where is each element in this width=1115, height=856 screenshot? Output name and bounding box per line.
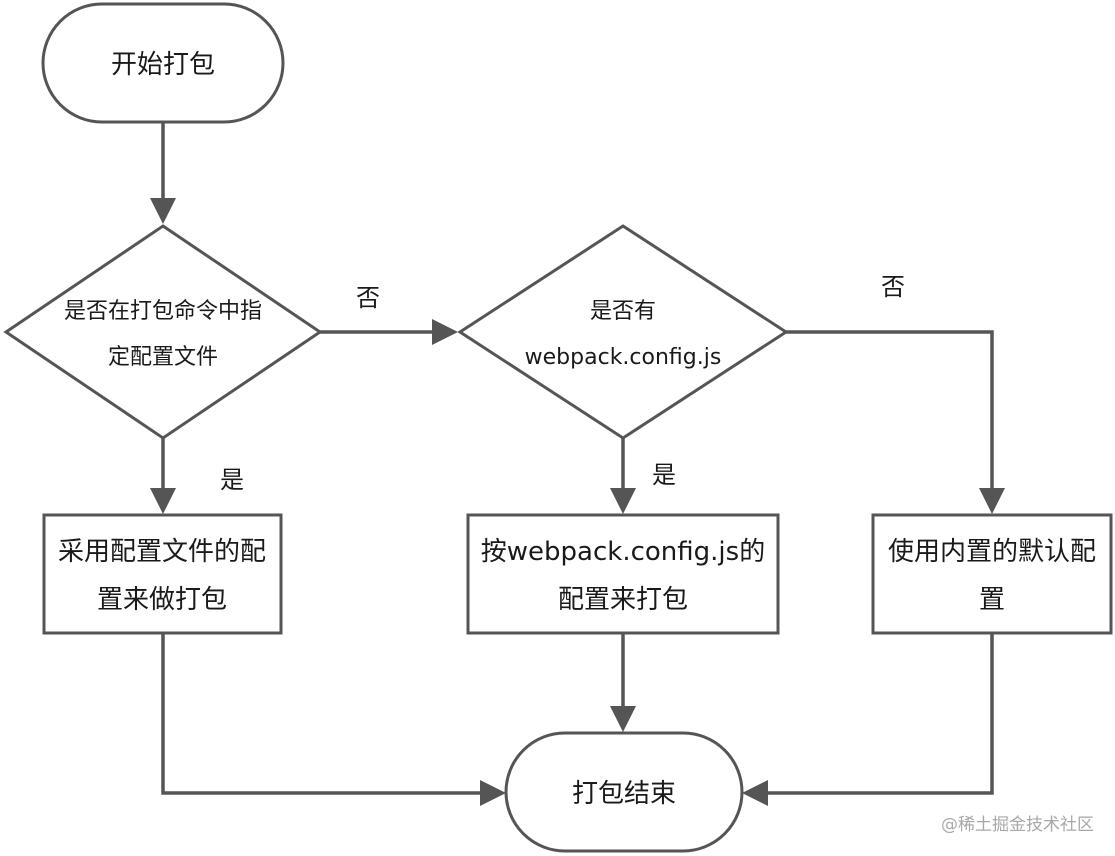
process2-node-label-line2: 配置来打包 xyxy=(558,585,688,615)
process3-node-label-line1: 使用内置的默认配 xyxy=(888,537,1096,567)
decision1-node-label-line1: 是否在打包命令中指 xyxy=(64,299,262,324)
decision2-node-shape xyxy=(457,224,789,440)
start-node: 开始打包 xyxy=(41,2,285,124)
decision1-node: 是否在打包命令中指 定配置文件 xyxy=(3,224,323,440)
edge-label-decision2-no: 否 xyxy=(881,273,905,301)
arrowhead-process3-to-end xyxy=(742,780,768,806)
watermark: @稀土掘金技术社区 xyxy=(941,815,1094,835)
decision1-node-shape xyxy=(3,224,323,440)
arrowhead-decision1-to-process1 xyxy=(150,488,176,514)
edge-decision2-to-process3 xyxy=(786,330,994,490)
arrowhead-process1-to-end xyxy=(480,780,506,806)
process3-node-shape xyxy=(871,513,1113,635)
end-node-label: 打包结束 xyxy=(572,779,676,809)
process3-node: 使用内置的默认配 置 xyxy=(871,513,1113,635)
process1-node-shape xyxy=(42,513,283,635)
arrowhead-process2-to-end xyxy=(610,706,636,732)
edge-label-decision1-yes: 是 xyxy=(220,466,244,494)
process3-node-label-line2: 置 xyxy=(979,585,1005,615)
start-node-label: 开始打包 xyxy=(111,50,215,80)
end-node-shape xyxy=(504,731,744,853)
process1-node-label-line1: 采用配置文件的配 xyxy=(58,537,266,567)
process2-node-label-line1: 按webpack.config.js的 xyxy=(481,537,765,567)
process1-node: 采用配置文件的配 置来做打包 xyxy=(42,513,283,635)
connectors xyxy=(150,122,1005,806)
decision2-node: 是否有 webpack.config.js xyxy=(457,224,789,440)
arrowhead-start-to-decision1 xyxy=(150,198,176,224)
process2-node: 按webpack.config.js的 配置来打包 xyxy=(466,513,780,635)
edge-process3-to-end xyxy=(766,634,994,795)
decision2-node-label-line1: 是否有 xyxy=(590,299,656,324)
edge-process1-to-end xyxy=(161,634,482,795)
edge-label-decision2-yes: 是 xyxy=(652,461,676,489)
decision2-node-label-line2: webpack.config.js xyxy=(525,345,722,370)
edge-labels: 否 是 是 否 xyxy=(220,273,905,494)
arrowhead-decision2-to-process2 xyxy=(610,488,636,514)
process1-node-label-line2: 置来做打包 xyxy=(97,585,227,615)
start-node-shape xyxy=(41,2,285,124)
decision1-node-label-line2: 定配置文件 xyxy=(108,345,218,370)
arrowhead-decision2-to-process3 xyxy=(979,488,1005,514)
process2-node-shape xyxy=(466,513,780,635)
end-node: 打包结束 xyxy=(504,731,744,853)
edge-label-decision1-no: 否 xyxy=(356,284,380,312)
arrowhead-decision1-to-decision2 xyxy=(432,319,458,345)
